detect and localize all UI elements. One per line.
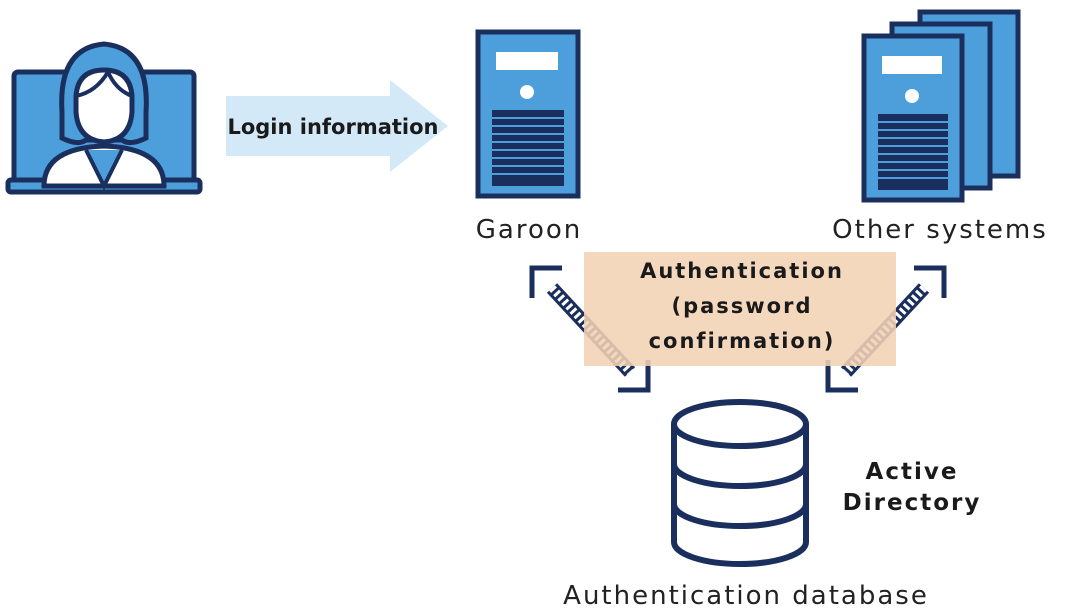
authentication-label-line3: confirmation): [649, 329, 836, 353]
authentication-box: [584, 252, 896, 366]
active-directory-label-line2: Directory: [843, 490, 982, 516]
active-directory-label-line1: Active: [866, 459, 959, 485]
authentication-label-line1: Authentication: [640, 259, 844, 283]
authentication-label-line2: (password: [671, 294, 812, 318]
login-arrow: [226, 80, 448, 172]
authentication-database-label: Authentication database: [563, 581, 929, 611]
other-systems-label: Other systems: [832, 215, 1048, 245]
database-icon: [671, 399, 809, 567]
server-icon: [475, 29, 581, 199]
server-stack-icon: [861, 9, 1021, 203]
login-information-label: Login information: [227, 115, 438, 139]
garoon-label: Garoon: [476, 215, 583, 245]
user-at-laptop-icon: [5, 41, 203, 195]
